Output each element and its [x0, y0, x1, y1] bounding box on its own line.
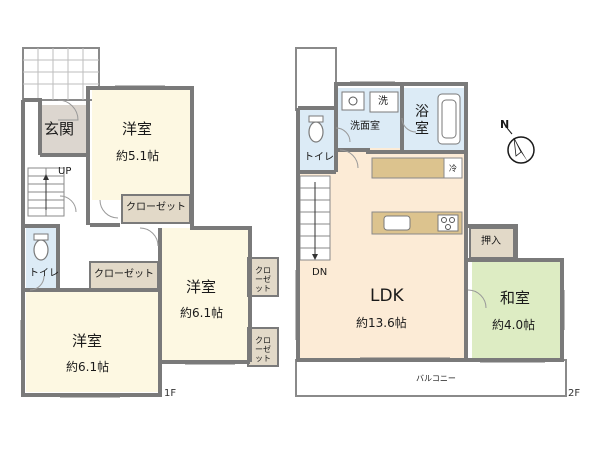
toilet-1f-bowl	[33, 239, 49, 261]
room-5-1-area: 約5.1帖	[116, 149, 160, 163]
washitsu-area	[472, 262, 560, 358]
closet-5-1-label: クローゼット	[126, 202, 186, 213]
room-6-1-left-label: 洋室	[72, 332, 103, 350]
washbasin	[341, 91, 365, 111]
room-6-1-left-area	[26, 292, 160, 392]
room-6-1-left-area-label: 約6.1帖	[66, 360, 110, 374]
toilet-2f-bowl	[308, 121, 324, 143]
closet-6-1-left-label: クローゼット	[94, 269, 154, 280]
toilet-1f-label: トイレ	[29, 268, 59, 279]
ldk-area-label: 約13.6帖	[356, 316, 407, 330]
kitchen-sink	[383, 215, 411, 231]
floor2-label: 2F	[568, 388, 581, 399]
washitsu-area-label: 約4.0帖	[492, 318, 536, 332]
toilet-2f-label: トイレ	[304, 152, 334, 163]
bath-label: 浴室	[415, 104, 429, 137]
floor2-plan	[295, 47, 567, 397]
washer-label: 洗	[378, 96, 388, 107]
porch	[22, 47, 100, 101]
kitchen-stove	[437, 214, 459, 232]
stairs-dn-label: DN	[312, 267, 328, 278]
room-6-1-mid-label: 洋室	[186, 278, 217, 296]
fridge	[443, 157, 463, 179]
closet-6-1-left-area	[90, 262, 158, 290]
balcony-area	[295, 359, 567, 397]
balcony-label: バルコニー	[416, 374, 456, 383]
room-6-1-mid-area-label: 約6.1帖	[180, 306, 224, 320]
closet-side-top-label: クローゼット	[255, 266, 271, 293]
closet-side-bot-area	[248, 328, 278, 366]
room-5-1-label: 洋室	[122, 120, 153, 138]
fridge-label: 冷	[449, 164, 457, 173]
ldk-label: LDK	[370, 286, 404, 306]
closet-side-top-area	[248, 258, 278, 296]
floor1-plan	[20, 47, 279, 398]
room-6-1-mid-area	[162, 228, 248, 360]
walls-2f	[296, 82, 564, 362]
closet-side-bot-label: クローゼット	[255, 336, 271, 363]
oshiire-label: 押入	[481, 236, 501, 247]
washitsu-label: 和室	[500, 289, 531, 307]
washer-box	[369, 91, 399, 113]
bathtub	[437, 93, 461, 145]
upper-terrace	[295, 47, 337, 111]
room-5-1	[92, 90, 190, 200]
compass-label: N	[500, 118, 510, 131]
genkan-floor	[40, 105, 88, 155]
stairs-up-label: UP	[58, 166, 72, 177]
genkan-label: 玄関	[44, 120, 75, 138]
compass-icon	[506, 127, 535, 164]
closet-5-1-area	[122, 195, 190, 223]
washroom-label: 洗面室	[350, 121, 380, 132]
floor1-label: 1F	[164, 388, 177, 399]
